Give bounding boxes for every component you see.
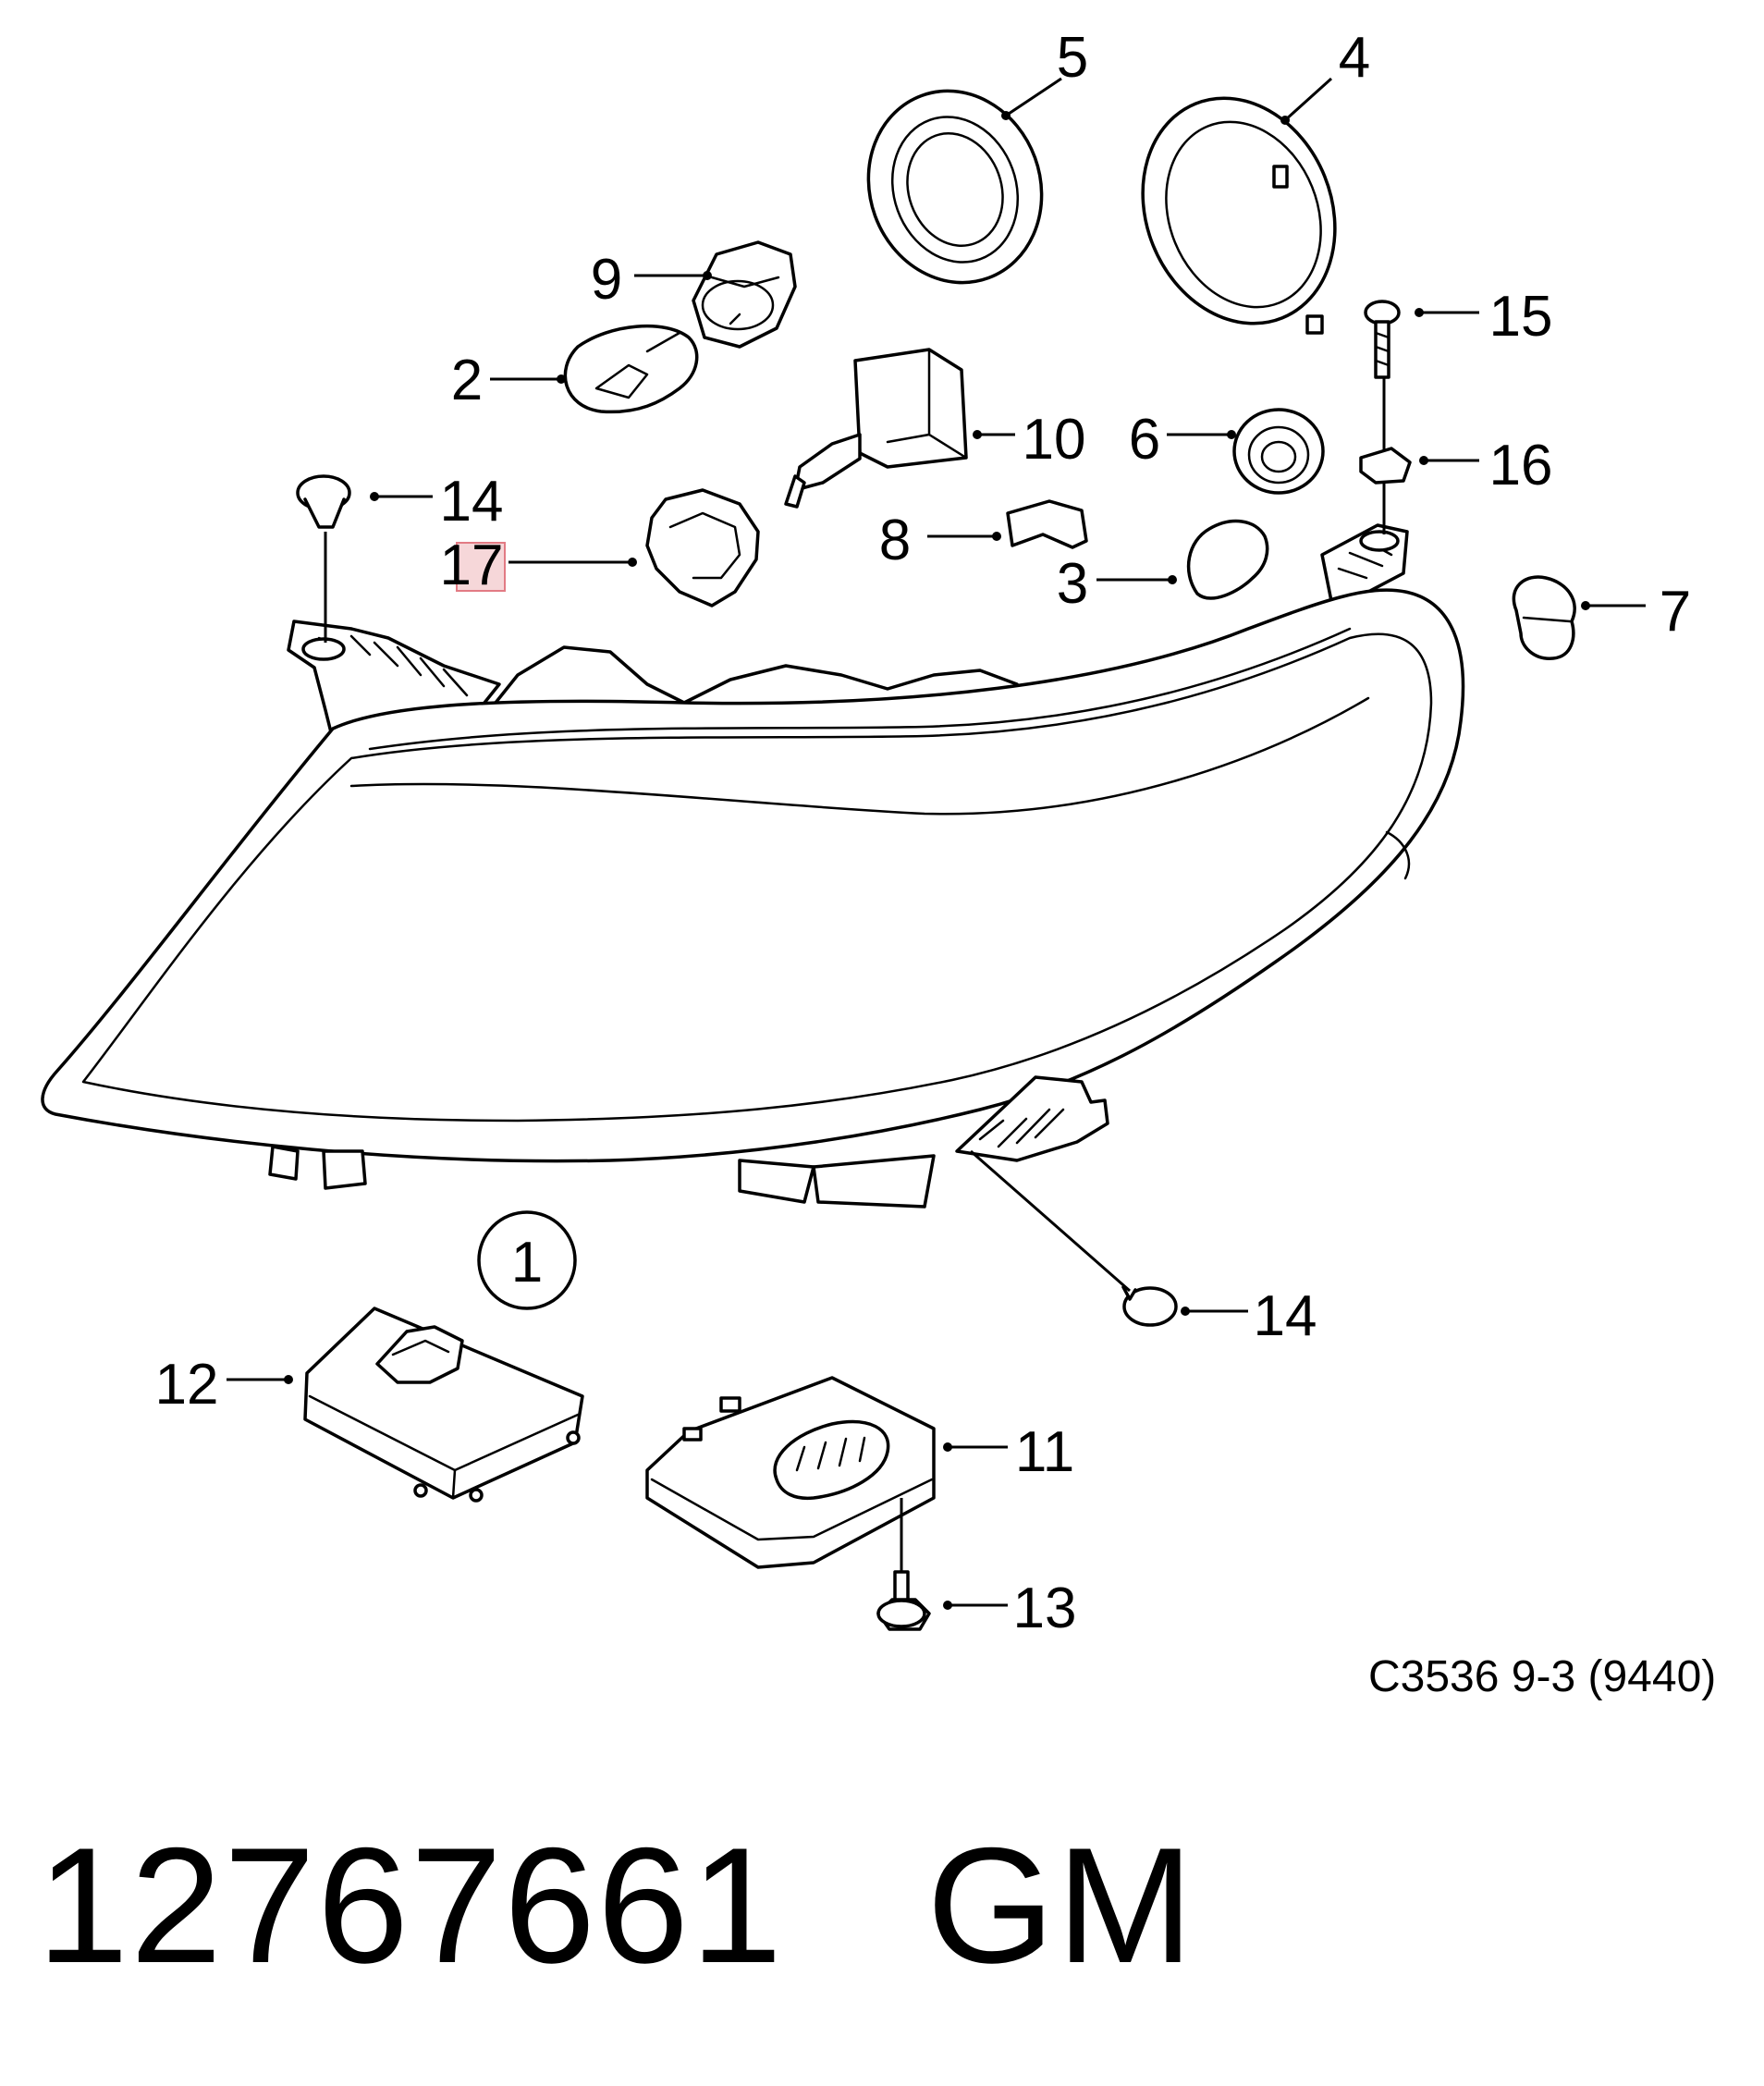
xenon-bulb-part-10 [784, 348, 968, 509]
ballast-part-11 [645, 1376, 936, 1569]
leader-lines [227, 77, 1646, 1607]
callout-14-bottom: 14 [1254, 1284, 1317, 1348]
callout-labels: 1 2 3 4 5 6 7 8 9 10 11 12 13 14 15 16 1… [155, 26, 1692, 1640]
callout-6: 6 [1129, 408, 1160, 472]
bulb-socket-part-9 [692, 240, 797, 349]
leader-dots [284, 111, 1590, 1610]
callout-13: 13 [1013, 1577, 1077, 1640]
callout-17-highlight [456, 542, 506, 592]
callout-11: 11 [1015, 1420, 1074, 1484]
push-pin-part-14-bottom [970, 1149, 1178, 1327]
diagram-reference-code: C3536 9-3 (9440) [1368, 1652, 1717, 1701]
headlamp-cap-part-4 [1141, 96, 1337, 335]
screw-part-13 [876, 1498, 931, 1631]
callout-12: 12 [155, 1353, 219, 1417]
callout-10: 10 [1023, 408, 1086, 472]
callout-14-top: 14 [440, 470, 504, 534]
callout-7: 7 [1660, 580, 1691, 644]
bulb-part-2 [563, 324, 699, 414]
assembly-callout-circle [477, 1210, 577, 1310]
clip-part-7 [1512, 575, 1576, 660]
ballast-part-12 [303, 1307, 584, 1503]
callout-15: 15 [1489, 285, 1553, 349]
bulb-holder-part-6 [1232, 408, 1325, 495]
callout-5: 5 [1057, 26, 1088, 90]
callout-1: 1 [511, 1231, 543, 1295]
callout-3: 3 [1057, 552, 1088, 616]
callout-2: 2 [451, 349, 483, 412]
callout-8: 8 [879, 509, 911, 572]
nut-part-16 [1359, 377, 1412, 534]
callout-4: 4 [1339, 26, 1370, 90]
headlamp-assembly [41, 523, 1465, 1209]
push-pin-part-14-top [296, 474, 351, 643]
bulb-part-3 [1186, 519, 1269, 600]
clip-part-8 [1006, 499, 1088, 549]
screw-part-15 [1364, 300, 1401, 379]
callout-17: 17 [440, 534, 504, 597]
part-number: 12767661 GM [37, 1813, 1196, 1997]
callout-16: 16 [1489, 434, 1553, 497]
retaining-ring-part-17 [645, 488, 760, 607]
cover-ring-part-5 [866, 89, 1044, 285]
callout-9: 9 [591, 248, 622, 312]
